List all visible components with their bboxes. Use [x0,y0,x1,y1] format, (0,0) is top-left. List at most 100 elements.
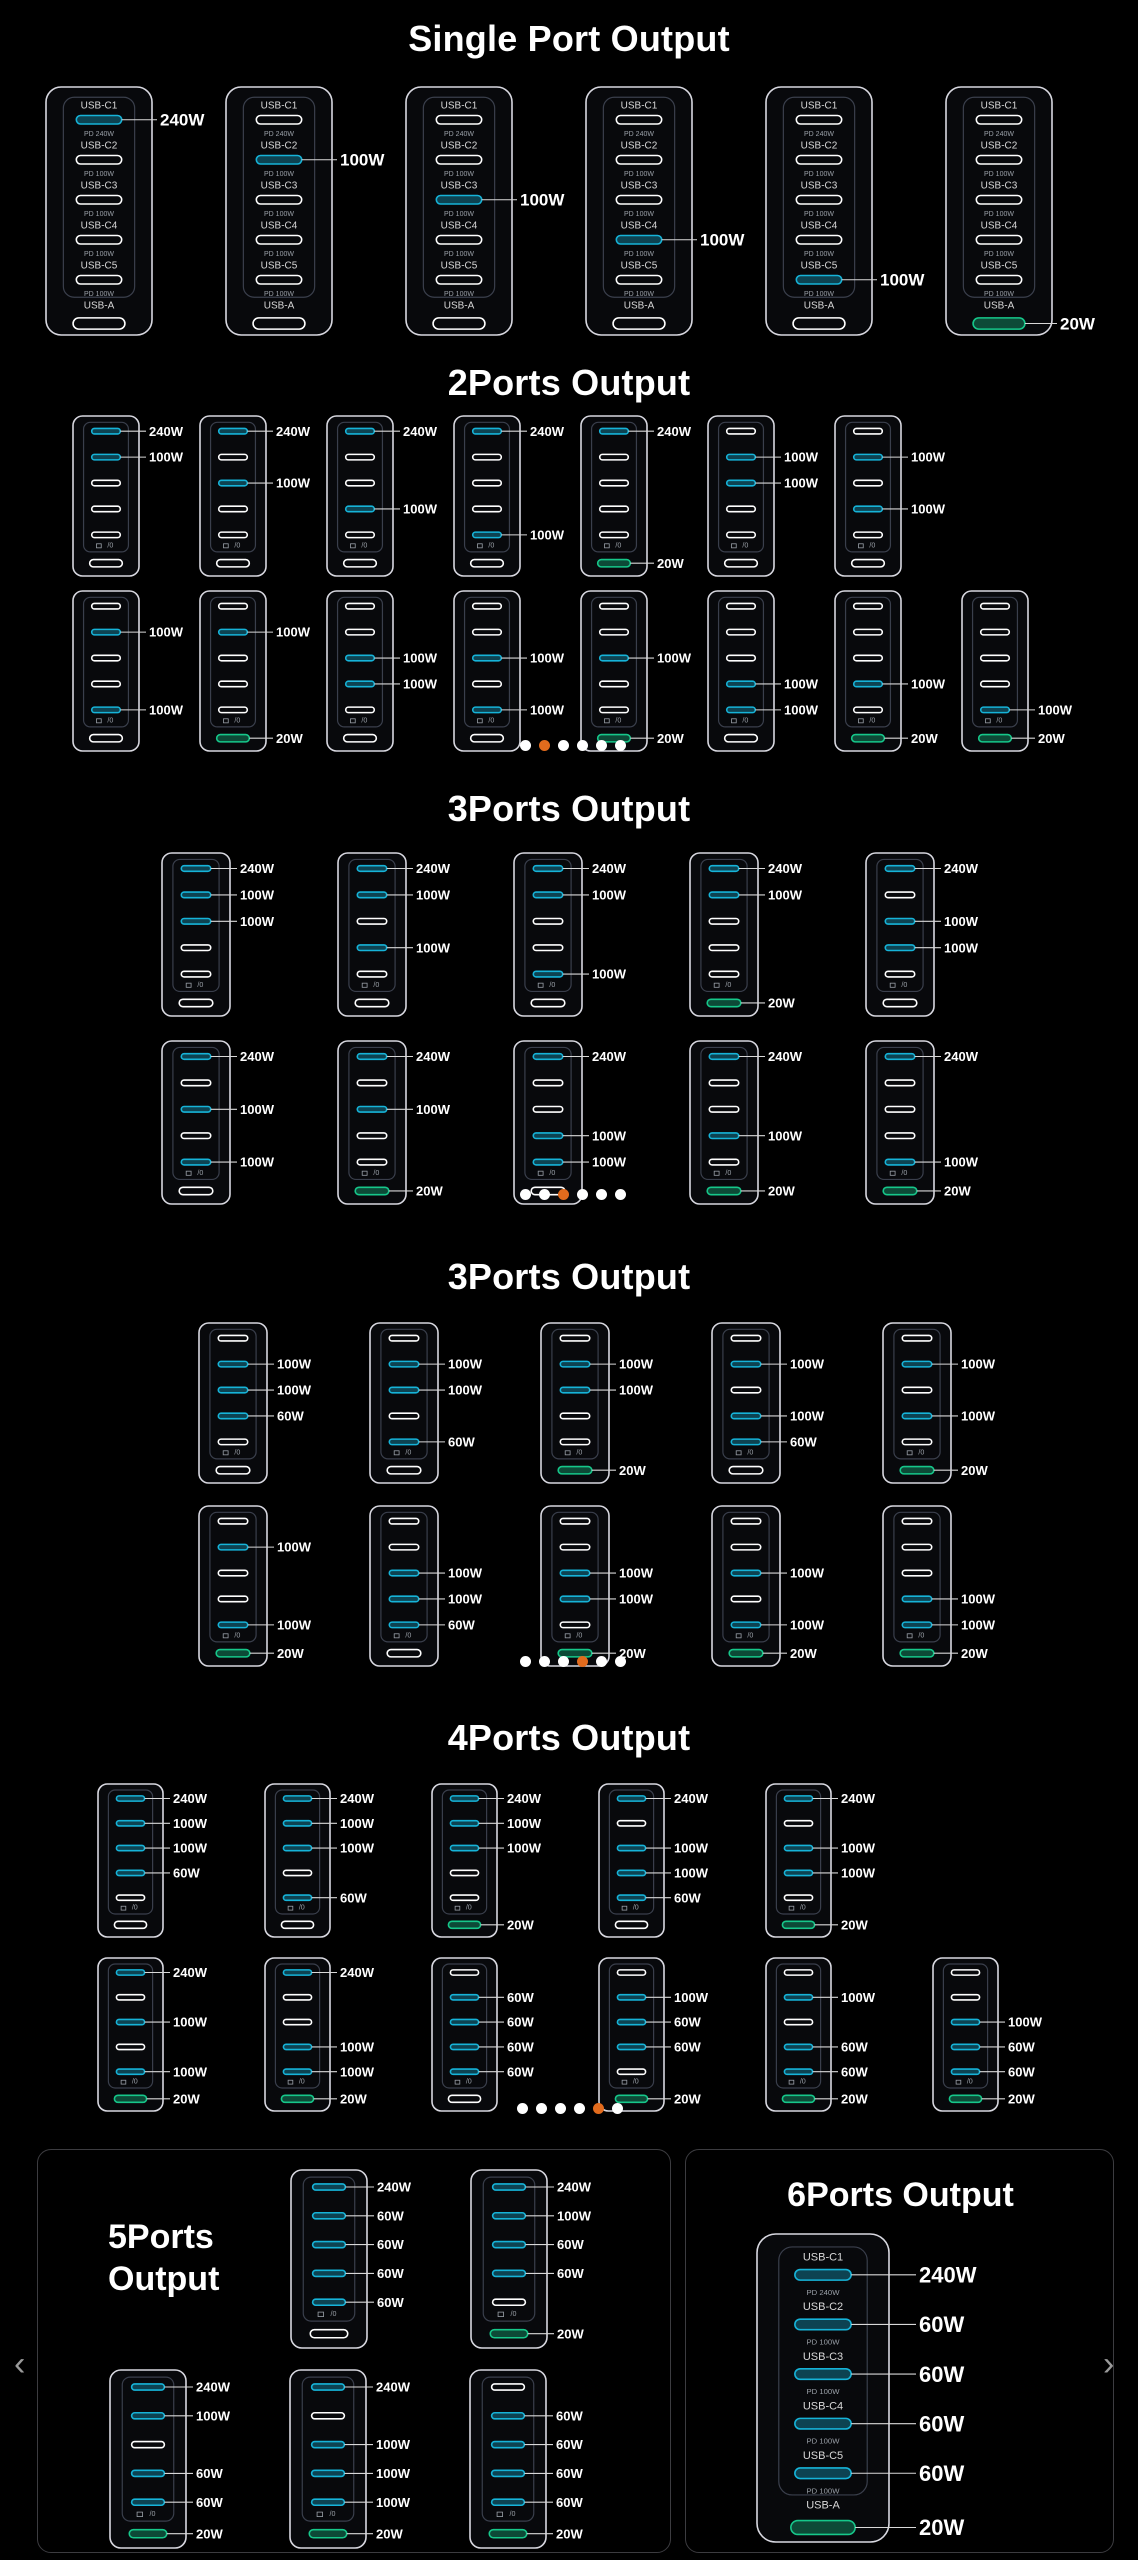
chevron-right-icon[interactable]: › [1103,2345,1115,2383]
usb-c-port [708,944,740,952]
carousel-dot[interactable] [615,1656,626,1667]
charger-body [834,415,902,577]
carousel-dot[interactable] [539,740,550,751]
carousel-dot[interactable] [593,2103,604,2114]
usb-c-port [901,1438,933,1446]
usb-c-port [490,2440,526,2449]
port-badge-text: /0 [405,1631,411,1639]
usb-a-port [386,1648,422,1658]
carousel-dot[interactable] [558,740,569,751]
carousel-dot[interactable] [539,1189,550,1200]
carousel-dot[interactable] [520,1656,531,1667]
carousel-dot[interactable] [577,1656,588,1667]
carousel-dot[interactable] [536,2103,547,2114]
wattage-label: 240W [592,861,627,876]
charger-body [765,1783,832,1938]
display-port-icon [889,1170,896,1176]
usb-c-port [852,628,884,636]
usb-c-port [532,891,564,899]
two-ports-pager[interactable] [520,740,626,751]
usb-a-port [612,317,666,330]
carousel-dot[interactable] [612,2103,623,2114]
port-panel [551,1328,599,1460]
usb-c-port [90,531,122,539]
usb-c-port [255,194,303,205]
wattage-label: 240W [196,2380,231,2395]
usb-c-port [884,1132,916,1140]
carousel-dot[interactable] [596,1189,607,1200]
usb-c-port [344,505,376,513]
carousel-dot[interactable] [574,2103,585,2114]
carousel-dot[interactable] [539,1656,550,1667]
usb-c-port [311,2298,347,2307]
usb-c-port [852,654,884,662]
wattage-label: 100W [149,702,184,717]
usb-c-port [471,479,503,487]
wattage-label: 240W [173,1791,208,1806]
port-badge-text: /0 [918,1448,924,1456]
display-port-icon [985,718,991,724]
usb-c-port [559,1595,591,1603]
usb-c-port [730,1517,762,1525]
display-port-icon [889,982,896,988]
usb-c-port [730,1412,762,1420]
wattage-label: 20W [919,2515,964,2540]
carousel-dot[interactable] [558,1189,569,1200]
port-badge-text: /0 [488,716,494,724]
wattage-label: 240W [240,861,275,876]
carousel-dot[interactable] [520,740,531,751]
charger-body [264,1957,331,2112]
three-ports-a-pager[interactable] [520,1189,626,1200]
wattage-label: 100W [944,940,979,955]
usb-a-port [72,317,126,330]
charger-body [540,1322,610,1484]
display-port-icon [858,718,864,724]
carousel-dot[interactable] [615,740,626,751]
port-panel [722,1511,770,1643]
usb-c-port [388,1569,420,1577]
carousel-dot[interactable] [577,1189,588,1200]
port-panel [551,1511,599,1643]
wattage-label: 20W [196,2526,223,2541]
usb-a-port [596,558,632,568]
usb-a-port [882,1186,918,1196]
wattage-label: 100W [880,271,925,290]
usb-c-port [598,628,630,636]
display-port-icon [537,1170,544,1176]
usb-c-port [356,970,388,978]
port-name-label: USB-C4 [981,220,1018,231]
usb-c-port [794,2367,852,2381]
chevron-left-icon[interactable]: ‹ [14,2345,26,2383]
display-port-icon [735,1633,742,1639]
carousel-dot[interactable] [596,740,607,751]
usb-c-port [90,628,122,636]
port-name-label: USB-C3 [441,180,478,191]
usb-c-port [725,479,757,487]
usb-c-port [532,864,564,873]
usb-c-port [708,917,740,925]
carousel-dot[interactable] [520,1189,531,1200]
wattage-label: 20W [416,1184,443,1199]
four-ports-pager[interactable] [517,2103,623,2114]
port-name-label: USB-C2 [621,140,658,151]
port-badge-text: /0 [742,541,748,549]
usb-c-port [975,114,1023,125]
carousel-dot[interactable] [558,1656,569,1667]
usb-c-port [310,2411,346,2420]
usb-c-port [115,1795,146,1802]
carousel-dot[interactable] [596,1656,607,1667]
carousel-dot[interactable] [517,2103,528,2114]
wattage-label: 240W [160,111,205,130]
port-name-label: USB-C3 [81,180,118,191]
carousel-dot[interactable] [615,1189,626,1200]
carousel-dot[interactable] [555,2103,566,2114]
charger-body [326,590,394,752]
carousel-dot[interactable] [577,740,588,751]
three-ports-b-pager[interactable] [520,1656,626,1667]
